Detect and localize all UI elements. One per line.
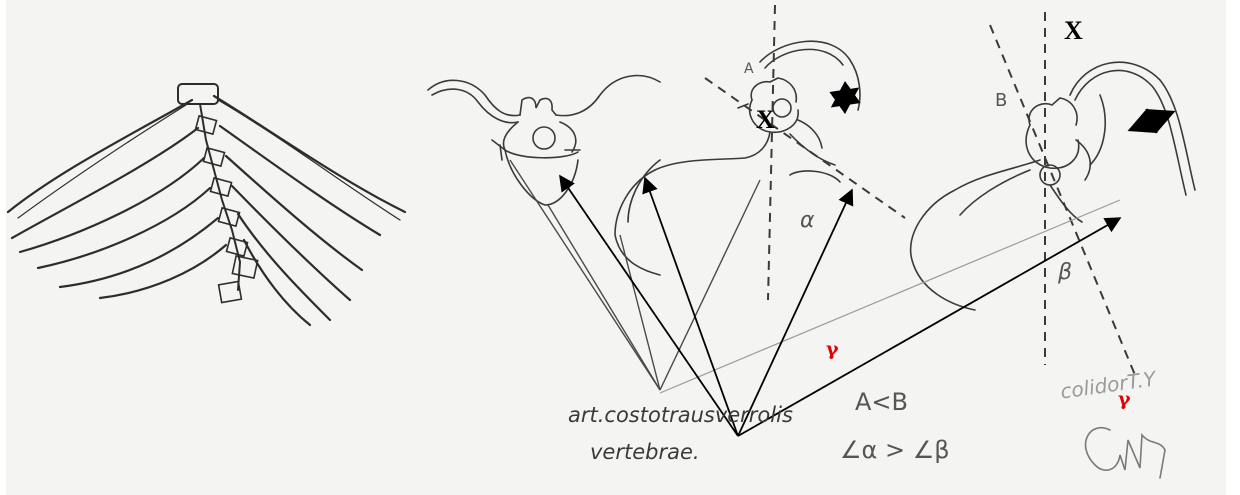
x-marker-vertebra: X <box>756 107 775 133</box>
compare-angles: ∠α > ∠β <box>840 438 950 462</box>
compare-ab: A<B <box>855 390 908 414</box>
beta-label: β <box>1058 262 1072 284</box>
note-art-line2: vertebrae. <box>590 442 700 463</box>
angle-b-label: B <box>995 92 1007 110</box>
angle-a-label: A <box>744 62 754 76</box>
x-marker-top-right: X <box>1064 18 1083 44</box>
alpha-label: α <box>800 210 815 232</box>
gamma-label-center: γ <box>826 340 839 359</box>
note-art-line1: art.costotrausverrolis <box>568 405 793 426</box>
